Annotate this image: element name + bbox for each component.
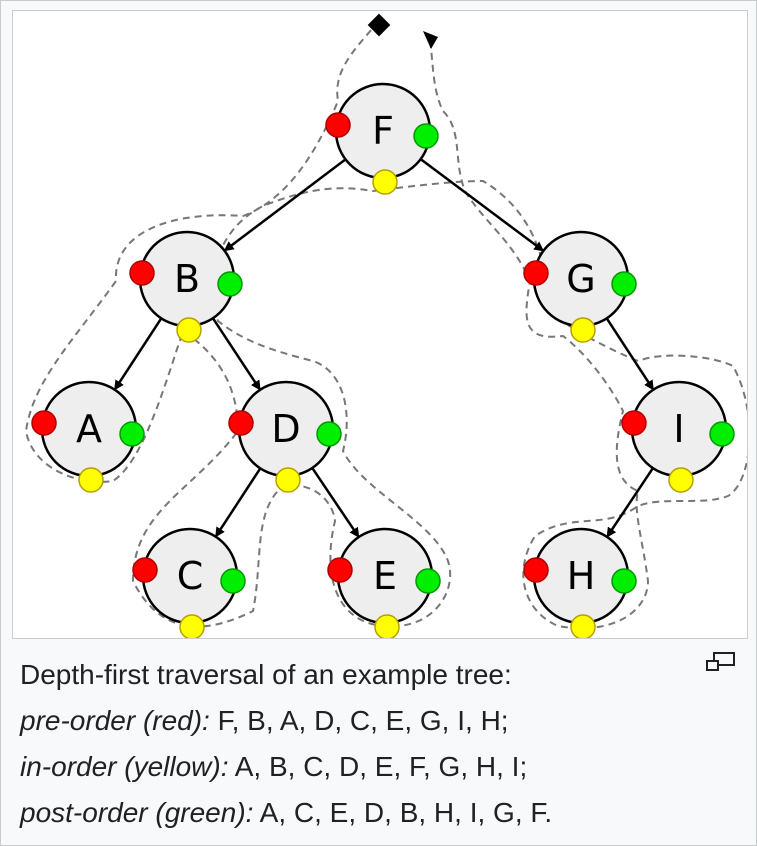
post-order-marker — [316, 421, 342, 447]
pre-order-marker — [129, 260, 155, 286]
tree-node-C: C — [132, 527, 246, 638]
tree-traversal-image[interactable]: F B G A D I C E H — [12, 10, 748, 639]
edge-B-A — [114, 317, 163, 391]
in-order-line: in-order (yellow): A, B, C, D, E, F, G, … — [20, 744, 710, 790]
in-order-marker — [374, 614, 400, 638]
in-order-marker — [570, 614, 596, 638]
in-order-marker — [78, 467, 104, 493]
node-label: E — [373, 554, 397, 598]
pre-order-marker — [523, 260, 549, 286]
in-order-sequence: A, B, C, D, E, F, G, H, I; — [228, 751, 528, 782]
pre-order-marker — [621, 410, 647, 436]
node-label: B — [174, 257, 200, 301]
post-order-sequence: A, C, E, D, B, H, I, G, F. — [253, 797, 553, 828]
tree-node-B: B — [129, 230, 243, 343]
tree-edges — [114, 158, 654, 538]
node-label: H — [567, 554, 596, 598]
tree-node-D: D — [228, 380, 342, 493]
edge-F-B — [223, 158, 347, 252]
post-order-marker — [217, 271, 243, 297]
tree-node-E: E — [327, 527, 441, 638]
post-order-marker — [611, 568, 637, 594]
pre-order-marker — [228, 410, 254, 436]
caption-intro: Depth-first traversal of an example tree… — [20, 659, 512, 690]
node-label: I — [673, 407, 684, 451]
tree-node-A: A — [31, 380, 145, 493]
in-order-marker — [668, 467, 694, 493]
enlarge-icon[interactable] — [705, 650, 737, 674]
edge-G-I — [605, 317, 654, 391]
node-label: D — [271, 407, 300, 451]
node-label: C — [177, 554, 204, 598]
in-order-marker — [372, 169, 398, 195]
traversal-start-marker — [367, 13, 391, 37]
node-label: A — [76, 407, 102, 451]
in-order-marker — [176, 317, 202, 343]
tree-nodes: F B G A D I C E H — [31, 82, 735, 638]
figure-caption: Depth-first traversal of an example tree… — [20, 652, 710, 836]
pre-order-marker — [31, 410, 57, 436]
pre-order-line: pre-order (red): F, B, A, D, C, E, G, I,… — [20, 698, 710, 744]
post-order-marker — [220, 568, 246, 594]
in-order-label: in-order (yellow): — [20, 751, 229, 782]
pre-order-marker — [523, 557, 549, 583]
post-order-marker — [119, 421, 145, 447]
post-order-marker — [709, 421, 735, 447]
edge-I-H — [606, 467, 654, 538]
edge-B-D — [211, 317, 261, 391]
tree-node-I: I — [621, 380, 735, 493]
tree-diagram: F B G A D I C E H — [24, 13, 747, 638]
tree-node-G: G — [523, 230, 637, 343]
in-order-marker — [570, 317, 596, 343]
post-order-marker — [413, 123, 439, 149]
post-order-marker — [611, 271, 637, 297]
pre-order-marker — [325, 112, 351, 138]
pre-order-sequence: F, B, A, D, C, E, G, I, H; — [209, 705, 509, 736]
post-order-label: post-order (green): — [20, 797, 254, 828]
pre-order-marker — [327, 557, 353, 583]
traversal-end-arrowhead — [423, 31, 438, 49]
tree-node-F: F — [325, 82, 439, 195]
post-order-marker — [415, 568, 441, 594]
post-order-line: post-order (green): A, C, E, D, B, H, I,… — [20, 790, 710, 836]
in-order-marker — [275, 467, 301, 493]
edge-D-C — [215, 467, 262, 538]
tree-node-H: H — [523, 527, 637, 638]
node-label: G — [566, 257, 595, 301]
node-label: F — [372, 109, 394, 153]
edge-F-G — [419, 158, 545, 252]
edge-D-E — [311, 467, 360, 538]
pre-order-marker — [132, 557, 158, 583]
pre-order-label: pre-order (red): — [20, 705, 210, 736]
in-order-marker — [179, 614, 205, 638]
